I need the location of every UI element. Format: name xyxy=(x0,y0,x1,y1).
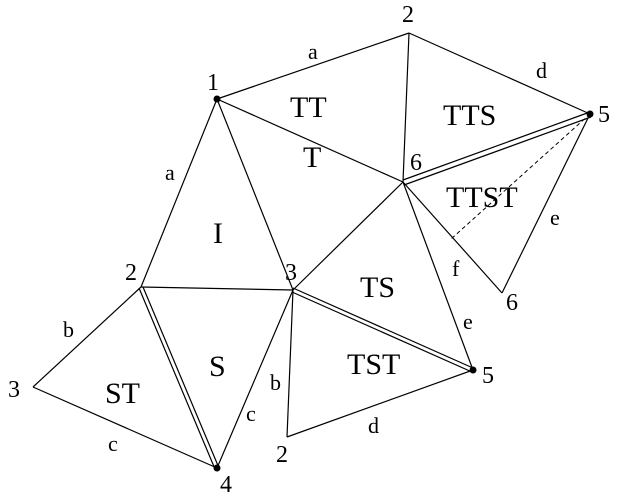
double-edge-v2-v4-b xyxy=(142,286,220,469)
vertex-dot-5-top xyxy=(586,110,594,118)
edge-label-e-right: e xyxy=(550,205,560,230)
double-edge-v6-v5-a xyxy=(402,111,591,181)
double-edge-v3-v5-b xyxy=(291,291,473,373)
edge-label-d-top: d xyxy=(536,58,547,83)
edge-label-c-left: c xyxy=(108,431,118,456)
face-label-t: T xyxy=(303,141,321,174)
edge-v2left-v3 xyxy=(140,286,294,291)
face-label-ts: TS xyxy=(360,271,395,304)
edge-label-a-top: a xyxy=(308,39,318,64)
face-label-ttst: TTST xyxy=(446,181,518,214)
vertex-label-2-bottom: 2 xyxy=(276,442,288,468)
vertex-label-5-top: 5 xyxy=(598,102,610,128)
vertex-label-3-center: 3 xyxy=(285,260,297,286)
edge-v3-v6 xyxy=(292,181,404,291)
edge-label-e-lower: e xyxy=(463,309,473,334)
vertex-label-2-top: 2 xyxy=(402,2,414,28)
edge-v3left-v4 xyxy=(32,386,218,469)
dashed-edge-v5-ttst xyxy=(450,113,591,240)
vertex-dots xyxy=(213,95,594,472)
edge-label-d-bottom: d xyxy=(368,413,379,438)
face-labels: TT TTS T TTST I TS S ST TST xyxy=(105,91,518,410)
edges xyxy=(32,32,591,469)
face-label-s: S xyxy=(209,350,226,383)
face-label-tst: TST xyxy=(347,348,400,381)
edge-label-c-middle: c xyxy=(246,401,256,426)
vertex-label-6-right: 6 xyxy=(506,290,518,316)
edge-v2left-v3left xyxy=(32,286,142,388)
vertex-label-6-center: 6 xyxy=(410,150,422,176)
edge-v2top-v5 xyxy=(408,32,591,115)
vertex-label-1: 1 xyxy=(207,70,219,96)
edge-v3-v2bottom xyxy=(286,289,294,438)
face-label-st: ST xyxy=(105,377,140,410)
double-edge-v6-v5-b xyxy=(403,116,592,186)
edge-label-a-left: a xyxy=(165,160,175,185)
double-edges xyxy=(138,111,592,470)
edge-label-b-left: b xyxy=(63,317,74,342)
edge-label-f: f xyxy=(452,256,460,281)
vertex-dot-1 xyxy=(213,95,221,103)
edge-v1-v3 xyxy=(216,98,294,291)
edge-v2bottom-v5bottom xyxy=(286,369,474,438)
vertex-label-5-bottom: 5 xyxy=(482,363,494,389)
edge-v5-v6right xyxy=(501,113,591,294)
face-label-tts: TTS xyxy=(443,99,496,132)
edge-v6-v5bottom xyxy=(402,181,474,371)
face-label-i: I xyxy=(213,217,223,250)
vertex-dot-4 xyxy=(213,464,221,472)
vertex-labels: 2 1 5 6 2 3 3 6 5 2 4 xyxy=(8,2,610,498)
double-edge-v2-v4-a xyxy=(138,287,216,470)
vertex-label-4: 4 xyxy=(220,472,232,498)
edge-v1-v2top xyxy=(216,32,410,100)
edge-label-b-lower: b xyxy=(270,370,281,395)
edge-labels: a d a e f b e b c c d xyxy=(63,39,560,456)
face-label-tt: TT xyxy=(290,91,327,124)
edge-v1-v2left xyxy=(140,98,218,288)
double-edge-v3-v5-a xyxy=(292,287,474,369)
edge-v1-v6 xyxy=(216,98,404,183)
vertex-label-2-left: 2 xyxy=(125,260,137,286)
vertex-label-3-left: 3 xyxy=(8,377,20,403)
edge-v2top-v6 xyxy=(402,32,410,183)
vertex-dot-5-bottom xyxy=(469,366,477,374)
edge-v3-v4 xyxy=(216,289,294,469)
